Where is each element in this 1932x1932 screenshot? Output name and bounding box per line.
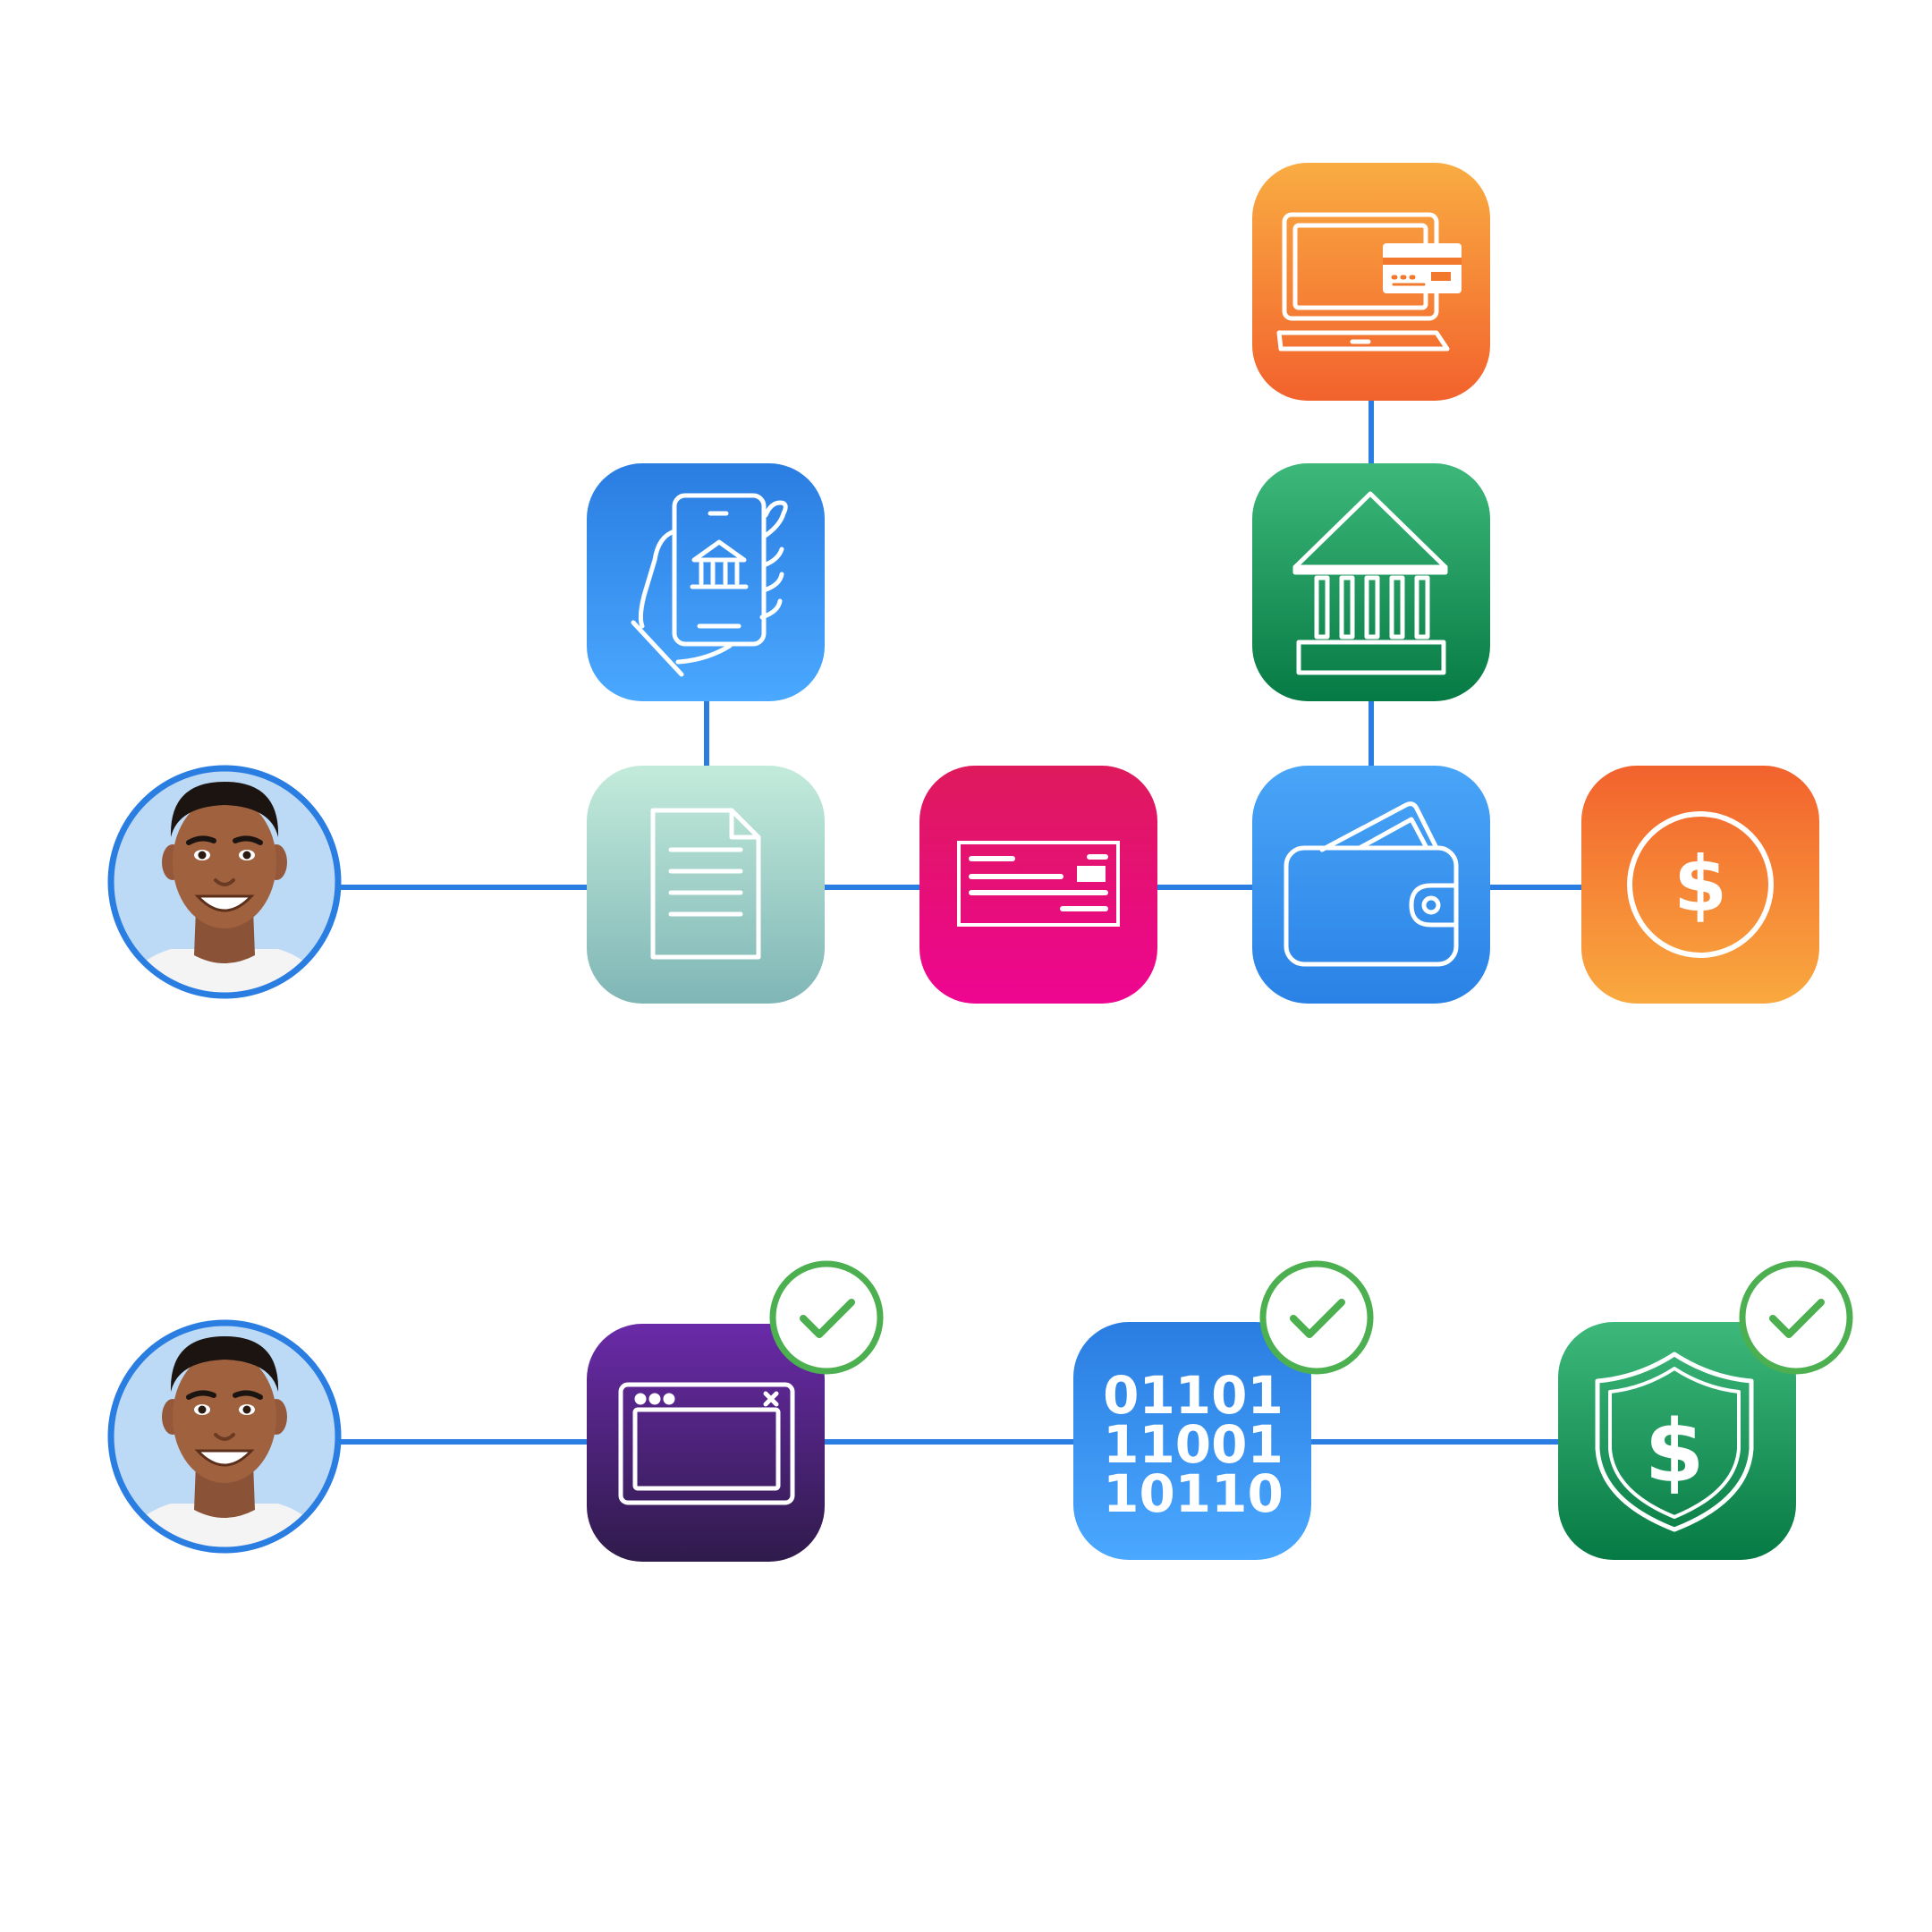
svg-text:$: $	[1674, 840, 1727, 929]
top-flow: $	[99, 163, 1819, 1007]
verified-check-icon	[1742, 1264, 1850, 1371]
binary-tile: 01101 11001 10110	[1073, 1322, 1311, 1560]
mobile-banking-tile	[587, 463, 825, 701]
svg-text:$: $	[1645, 1402, 1705, 1502]
wallet-tile	[1252, 766, 1490, 1004]
check-tile	[919, 766, 1157, 1004]
verified-check-icon	[1263, 1264, 1370, 1371]
payout-tile: $	[1581, 766, 1819, 1004]
document-tile	[587, 766, 825, 1004]
online-payment-tile	[1252, 163, 1490, 401]
verified-check-icon	[773, 1264, 880, 1371]
person-avatar	[99, 757, 350, 1007]
bank-tile	[1252, 463, 1490, 701]
bottom-flow: 01101 11001 10110 $	[99, 1264, 1850, 1562]
binary-data-icon: 01101 11001 10110	[1103, 1365, 1284, 1524]
binary-line-3: 10110	[1103, 1463, 1284, 1524]
person-avatar	[99, 1311, 350, 1562]
